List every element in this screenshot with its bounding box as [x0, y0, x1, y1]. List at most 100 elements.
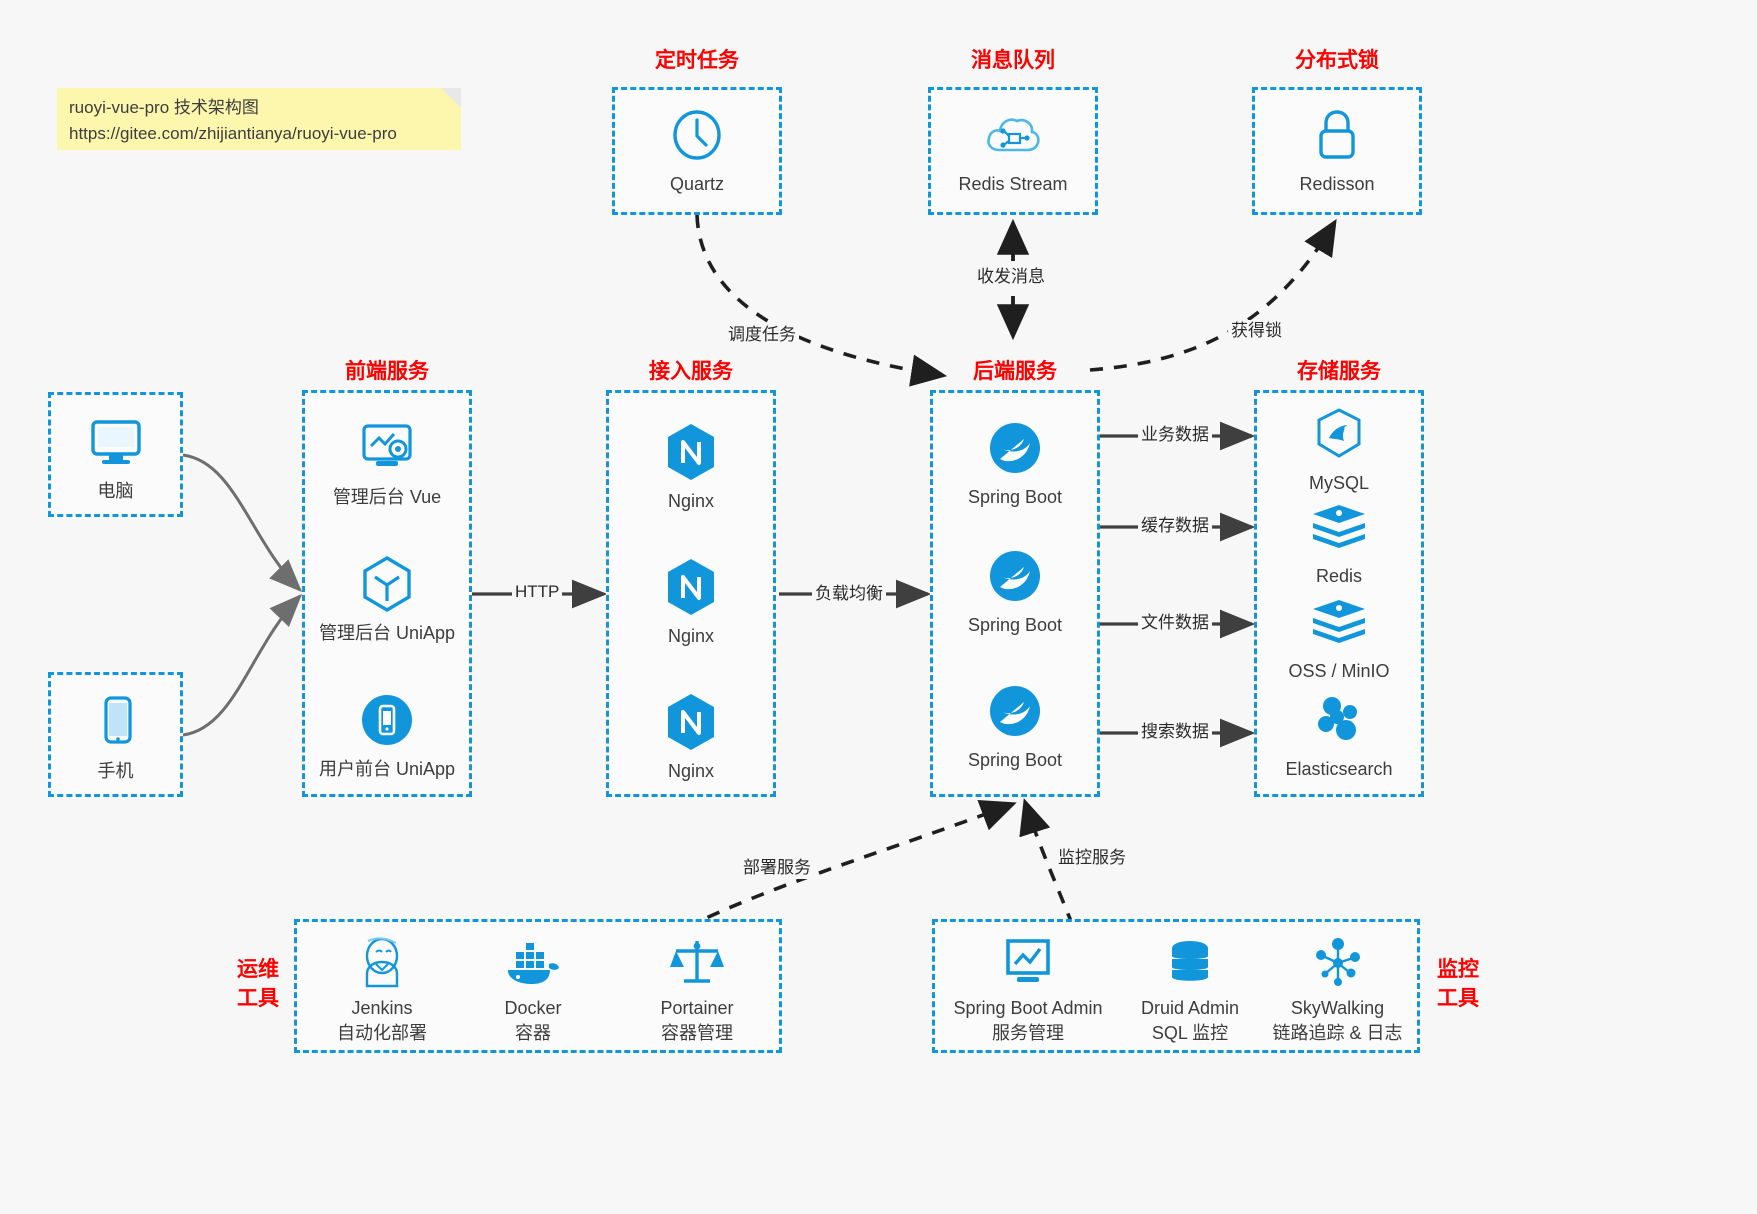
group-storage: MySQL Redis OSS / MinIO Elasticsearch — [1254, 390, 1424, 797]
node-spring-boot-1[interactable]: Spring Boot — [933, 417, 1097, 509]
node-elasticsearch[interactable]: Elasticsearch — [1257, 689, 1421, 781]
spring-boot-icon — [933, 417, 1097, 479]
node-label: 管理后台 Vue — [332, 487, 442, 507]
node-label: Redis — [1315, 566, 1363, 586]
skywalking-icon — [1255, 934, 1420, 992]
node-jenkins[interactable]: Jenkins 自动化部署 — [311, 934, 453, 1046]
node-docker[interactable]: Docker 容器 — [462, 934, 604, 1046]
edge-label-schedule-task: 调度任务 — [725, 324, 799, 346]
group-title-devops-line2: 工具 — [237, 987, 279, 1010]
edge-label-deploy-service: 部署服务 — [740, 857, 814, 879]
node-quartz[interactable]: Quartz — [615, 104, 779, 196]
monitor-chart-icon — [943, 934, 1113, 992]
edge-label-acquire-lock: 获得锁 — [1228, 320, 1285, 342]
desktop-icon — [51, 411, 180, 473]
node-admin-vue[interactable]: 管理后台 Vue — [305, 417, 469, 509]
group-title-gateway: 接入服务 — [649, 360, 733, 383]
node-label: OSS / MinIO — [1288, 661, 1390, 681]
edge-label-business-data: 业务数据 — [1138, 424, 1212, 446]
edge-label-load-balance: 负载均衡 — [812, 583, 886, 605]
mobile-app-icon — [305, 689, 469, 751]
node-label: Nginx — [667, 626, 715, 646]
group-devops: Jenkins 自动化部署 Docker 容器 Portainer 容器管理 — [294, 919, 782, 1053]
spring-boot-icon — [933, 680, 1097, 742]
group-lock: Redisson — [1252, 87, 1422, 215]
node-nginx-2[interactable]: Nginx — [609, 556, 773, 648]
docker-icon — [462, 934, 604, 992]
nginx-icon — [609, 556, 773, 618]
mysql-icon — [1257, 403, 1421, 465]
node-sublabel: 自动化部署 — [337, 1023, 427, 1043]
node-label: Jenkins — [351, 998, 413, 1018]
elasticsearch-icon — [1257, 689, 1421, 751]
node-spring-boot-admin[interactable]: Spring Boot Admin 服务管理 — [943, 934, 1113, 1046]
group-title-monitor-line1: 监控 — [1437, 958, 1479, 981]
lock-icon — [1255, 104, 1419, 166]
node-oss-minio[interactable]: OSS / MinIO — [1257, 591, 1421, 683]
group-mq: Redis Stream — [928, 87, 1098, 215]
node-sublabel: SQL 监控 — [1151, 1023, 1229, 1043]
group-title-scheduler: 定时任务 — [655, 49, 739, 72]
cube-icon — [305, 553, 469, 615]
node-mysql[interactable]: MySQL — [1257, 403, 1421, 495]
note-fold-icon — [441, 88, 461, 108]
node-label: 用户前台 UniApp — [318, 759, 456, 779]
group-title-storage: 存储服务 — [1297, 360, 1381, 383]
group-frontend: 管理后台 Vue 管理后台 UniApp 用户前台 UniApp — [302, 390, 472, 797]
node-admin-uniapp[interactable]: 管理后台 UniApp — [305, 553, 469, 645]
portainer-scale-icon — [622, 934, 772, 992]
group-title-backend: 后端服务 — [973, 360, 1057, 383]
diagram-note: ruoyi-vue-pro 技术架构图 https://gitee.com/zh… — [57, 88, 461, 150]
node-sublabel: 容器管理 — [661, 1023, 733, 1043]
node-sublabel: 链路追踪 & 日志 — [1272, 1023, 1403, 1043]
node-label: Redisson — [1299, 174, 1375, 194]
group-client-phone: 手机 — [48, 672, 183, 797]
group-title-frontend: 前端服务 — [345, 360, 429, 383]
node-nginx-3[interactable]: Nginx — [609, 691, 773, 783]
node-spring-boot-2[interactable]: Spring Boot — [933, 545, 1097, 637]
group-title-devops: 运维 工具 — [228, 955, 288, 1013]
edge-label-send-receive-msg: 收发消息 — [974, 266, 1048, 288]
node-user-uniapp[interactable]: 用户前台 UniApp — [305, 689, 469, 781]
node-desktop[interactable]: 电脑 — [51, 411, 180, 503]
group-gateway: Nginx Nginx Nginx — [606, 390, 776, 797]
node-label: Redis Stream — [958, 174, 1068, 194]
node-label: Docker — [504, 998, 562, 1018]
oss-minio-icon — [1257, 591, 1421, 653]
edge-label-search-data: 搜索数据 — [1138, 721, 1212, 743]
node-phone[interactable]: 手机 — [51, 691, 180, 783]
clock-icon — [615, 104, 779, 166]
node-label: 电脑 — [97, 481, 134, 501]
node-sublabel: 容器 — [515, 1023, 551, 1043]
node-portainer[interactable]: Portainer 容器管理 — [622, 934, 772, 1046]
nginx-icon — [609, 421, 773, 483]
node-druid-admin[interactable]: Druid Admin SQL 监控 — [1120, 934, 1260, 1046]
group-monitor: Spring Boot Admin 服务管理 Druid Admin SQL 监… — [932, 919, 1420, 1053]
group-title-monitor: 监控 工具 — [1428, 955, 1488, 1013]
group-title-monitor-line2: 工具 — [1437, 987, 1479, 1010]
node-redis-stream[interactable]: Redis Stream — [931, 104, 1095, 196]
dashboard-gear-icon — [305, 417, 469, 479]
node-label: Druid Admin — [1140, 998, 1240, 1018]
group-client-desktop: 电脑 — [48, 392, 183, 517]
node-label: Elasticsearch — [1285, 759, 1393, 779]
node-label: Spring Boot — [967, 750, 1063, 770]
database-icon — [1120, 934, 1260, 992]
node-nginx-1[interactable]: Nginx — [609, 421, 773, 513]
node-label: Quartz — [669, 174, 725, 194]
spring-boot-icon — [933, 545, 1097, 607]
node-label: Nginx — [667, 761, 715, 781]
group-backend: Spring Boot Spring Boot Spring Boot — [930, 390, 1100, 797]
node-label: Spring Boot — [967, 487, 1063, 507]
node-redisson[interactable]: Redisson — [1255, 104, 1419, 196]
node-label: Portainer — [660, 998, 734, 1018]
note-line-2: https://gitee.com/zhijiantianya/ruoyi-vu… — [69, 124, 397, 143]
node-spring-boot-3[interactable]: Spring Boot — [933, 680, 1097, 772]
node-skywalking[interactable]: SkyWalking 链路追踪 & 日志 — [1255, 934, 1420, 1046]
nginx-icon — [609, 691, 773, 753]
phone-icon — [51, 691, 180, 753]
node-redis[interactable]: Redis — [1257, 496, 1421, 588]
note-line-1: ruoyi-vue-pro 技术架构图 — [69, 98, 259, 117]
edge-label-cache-data: 缓存数据 — [1138, 515, 1212, 537]
